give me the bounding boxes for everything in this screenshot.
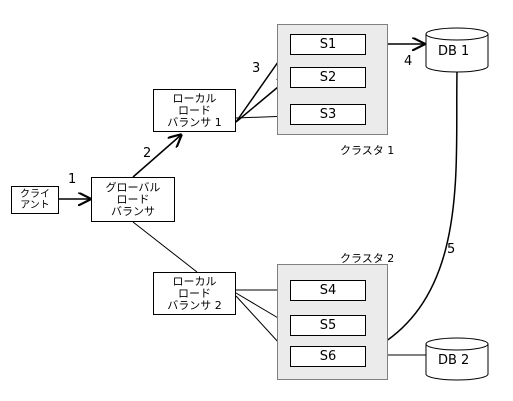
- global-load-balancer-box: グローバル ロード バランサ: [91, 177, 175, 222]
- server-s1: S1: [290, 34, 366, 55]
- global-lb-line-3: バランサ: [110, 204, 155, 218]
- server-s4: S4: [290, 280, 366, 301]
- local-lb1-line-1: ローカル: [172, 91, 217, 105]
- arrow-global-to-local1: [132, 135, 181, 178]
- server-s2: S2: [290, 67, 366, 88]
- step-4-label: 4: [404, 54, 413, 69]
- step-1-label: 1: [68, 172, 77, 187]
- step-2-label: 2: [143, 146, 152, 161]
- server-s3: S3: [290, 104, 366, 125]
- client-box: クライ アント: [11, 186, 59, 214]
- local-lb1-line-2: ロード: [178, 103, 211, 117]
- global-lb-line-1: グローバル: [105, 180, 161, 194]
- local-lb2-line-1: ローカル: [172, 274, 217, 288]
- local-load-balancer-2-box: ローカル ロード バランサ 2: [153, 272, 236, 315]
- local-lb2-line-2: ロード: [178, 286, 211, 300]
- step-3-label: 3: [252, 61, 261, 76]
- local-load-balancer-1-box: ローカル ロード バランサ 1: [153, 89, 236, 132]
- client-line-2: アント: [20, 200, 50, 211]
- global-lb-line-2: ロード: [116, 192, 150, 206]
- server-s6: S6: [290, 346, 366, 367]
- step-5-label: 5: [447, 242, 456, 257]
- server-s5: S5: [290, 315, 366, 336]
- arrow-db1-to-s6: [368, 71, 458, 352]
- line-global-to-local2: [132, 221, 198, 273]
- db1-label: DB 1: [438, 44, 470, 59]
- cluster-2-label: クラスタ 2: [340, 252, 395, 265]
- client-line-1: クライ: [20, 189, 50, 200]
- db2-label: DB 2: [438, 353, 470, 368]
- local-lb1-line-3: バランサ 1: [167, 115, 222, 129]
- cluster-1-label: クラスタ 1: [340, 144, 395, 157]
- local-lb2-line-3: バランサ 2: [167, 298, 222, 312]
